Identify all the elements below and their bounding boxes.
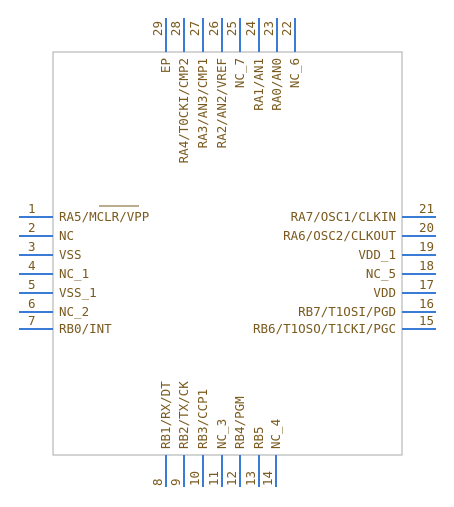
pin-label-rb0-int: RB0/INT [59, 321, 112, 336]
pin-label-vss-1: VSS_1 [59, 285, 97, 300]
pin-number-1: 1 [28, 201, 36, 216]
pin-label-nc: NC [59, 228, 74, 243]
pin-number-14: 14 [260, 471, 275, 486]
pin-label-ra5-mclr-vpp: RA5/MCLR/VPP [59, 209, 149, 224]
pin-number-25: 25 [224, 21, 239, 36]
pin-number-8: 8 [150, 478, 165, 486]
pin-label-rb2-tx-ck: RB2/TX/CK [176, 381, 191, 449]
pin-number-3: 3 [28, 239, 36, 254]
pin-number-11: 11 [206, 471, 221, 486]
pin-number-21: 21 [419, 201, 434, 216]
pin-label-vdd-1: VDD_1 [358, 247, 396, 262]
pin-number-27: 27 [187, 21, 202, 36]
pin-number-16: 16 [419, 296, 434, 311]
pin-label-rb6-t1oso-t1cki-pgc: RB6/T1OSO/T1CKI/PGC [253, 321, 396, 336]
pin-number-29: 29 [150, 21, 165, 36]
pin-number-17: 17 [419, 277, 434, 292]
pin-label-ep: EP [158, 58, 173, 73]
pin-label-ra1-an1: RA1/AN1 [251, 58, 266, 111]
pin-label-vss: VSS [59, 247, 82, 262]
pin-label-nc-3: NC_3 [214, 419, 229, 449]
pin-number-15: 15 [419, 313, 434, 328]
pin-label-ra0-an0: RA0/AN0 [269, 58, 284, 111]
pin-label-nc-6: NC_6 [287, 58, 302, 88]
pin-number-28: 28 [168, 21, 183, 36]
pin-number-20: 20 [419, 220, 434, 235]
pin-label-ra2-an2-vref: RA2/AN2/VREF [214, 58, 229, 148]
pin-number-23: 23 [261, 21, 276, 36]
pin-label-nc-5: NC_5 [366, 266, 396, 281]
pin-label-nc-4: NC_4 [268, 419, 283, 449]
pin-number-6: 6 [28, 296, 36, 311]
pin-label-ra3-an3-cmp1: RA3/AN3/CMP1 [195, 58, 210, 148]
pin-label-ra4-t0cki-cmp2: RA4/T0CKI/CMP2 [176, 58, 191, 163]
pin-label-rb7-t1osi-pgd: RB7/T1OSI/PGD [298, 304, 396, 319]
pin-number-19: 19 [419, 239, 434, 254]
pin-number-24: 24 [243, 21, 258, 36]
pin-label-nc-1: NC_1 [59, 266, 89, 281]
pin-label-rb5: RB5 [251, 426, 266, 449]
pin-number-22: 22 [279, 21, 294, 36]
pin-number-13: 13 [243, 471, 258, 486]
pin-label-ra7-osc1-clkin: RA7/OSC1/CLKIN [291, 209, 396, 224]
pin-label-rb3-ccp1: RB3/CCP1 [195, 389, 210, 449]
pin-number-18: 18 [419, 258, 434, 273]
pin-label-rb4-pgm: RB4/PGM [232, 396, 247, 449]
pin-number-2: 2 [28, 220, 36, 235]
pin-label-nc-2: NC_2 [59, 304, 89, 319]
pin-label-vdd: VDD [373, 285, 396, 300]
pin-label-ra6-osc2-clkout: RA6/OSC2/CLKOUT [283, 228, 396, 243]
pin-number-5: 5 [28, 277, 36, 292]
pin-number-12: 12 [224, 471, 239, 486]
pin-number-10: 10 [187, 471, 202, 486]
component-body [52, 51, 403, 456]
pin-number-7: 7 [28, 313, 36, 328]
pin-number-26: 26 [206, 21, 221, 36]
pin-number-4: 4 [28, 258, 36, 273]
pin-label-rb1-rx-dt: RB1/RX/DT [158, 381, 173, 449]
pin-number-9: 9 [168, 478, 183, 486]
pin-label-nc-7: NC_7 [232, 58, 247, 88]
